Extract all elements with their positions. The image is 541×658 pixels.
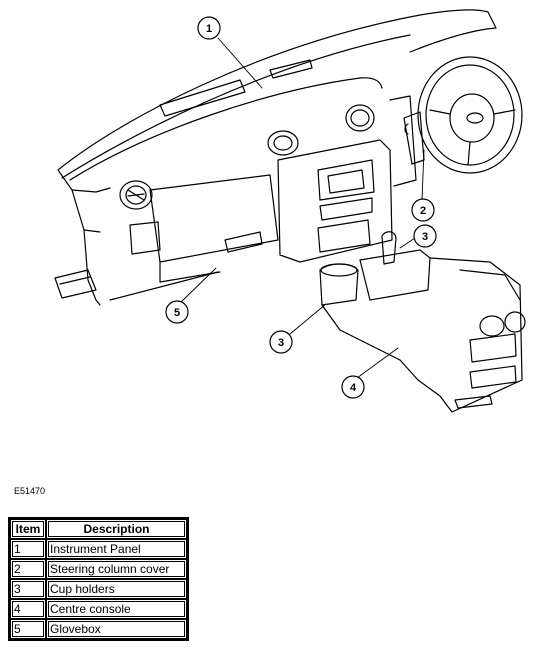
instrument-panel-drawing: [54, 9, 497, 306]
legend-item: 2: [10, 559, 46, 579]
svg-text:5: 5: [174, 307, 180, 319]
centre-console-drawing: [319, 231, 526, 413]
svg-text:4: 4: [350, 382, 357, 394]
legend-item: 5: [10, 619, 46, 639]
legend-item: 1: [10, 539, 46, 559]
legend-header-item: Item: [10, 519, 46, 539]
legend-row: 5 Glovebox: [10, 619, 187, 639]
legend-row: 2 Steering column cover: [10, 559, 187, 579]
callout-2: 2: [411, 198, 435, 222]
legend-item: 3: [10, 579, 46, 599]
svg-text:1: 1: [206, 23, 212, 35]
callout-4: 4: [341, 375, 365, 399]
legend-description: Cup holders: [46, 579, 187, 599]
legend-row: 3 Cup holders: [10, 579, 187, 599]
svg-text:2: 2: [420, 205, 426, 217]
legend-table: Item Description 1 Instrument Panel 2 St…: [8, 517, 189, 641]
leader-lines: [179, 37, 425, 379]
callout-5: 5: [165, 300, 189, 324]
legend-row: 4 Centre console: [10, 599, 187, 619]
callout-3-lower: 3: [269, 330, 293, 354]
legend-header-row: Item Description: [10, 519, 187, 539]
legend-row: 1 Instrument Panel: [10, 539, 187, 559]
legend-item: 4: [10, 599, 46, 619]
dashboard-illustration: 1 2 3 3 4 5: [54, 9, 526, 413]
svg-text:3: 3: [278, 337, 284, 349]
legend-description: Steering column cover: [46, 559, 187, 579]
legend-description: Instrument Panel: [46, 539, 187, 559]
callout-3-upper: 3: [413, 224, 437, 248]
legend-description: Centre console: [46, 599, 187, 619]
legend-description: Glovebox: [46, 619, 187, 639]
callout-1: 1: [197, 16, 221, 40]
svg-text:3: 3: [422, 231, 428, 243]
legend-header-description: Description: [46, 519, 187, 539]
steering-wheel-drawing: [403, 56, 523, 174]
figure-id: E51470: [14, 486, 46, 496]
